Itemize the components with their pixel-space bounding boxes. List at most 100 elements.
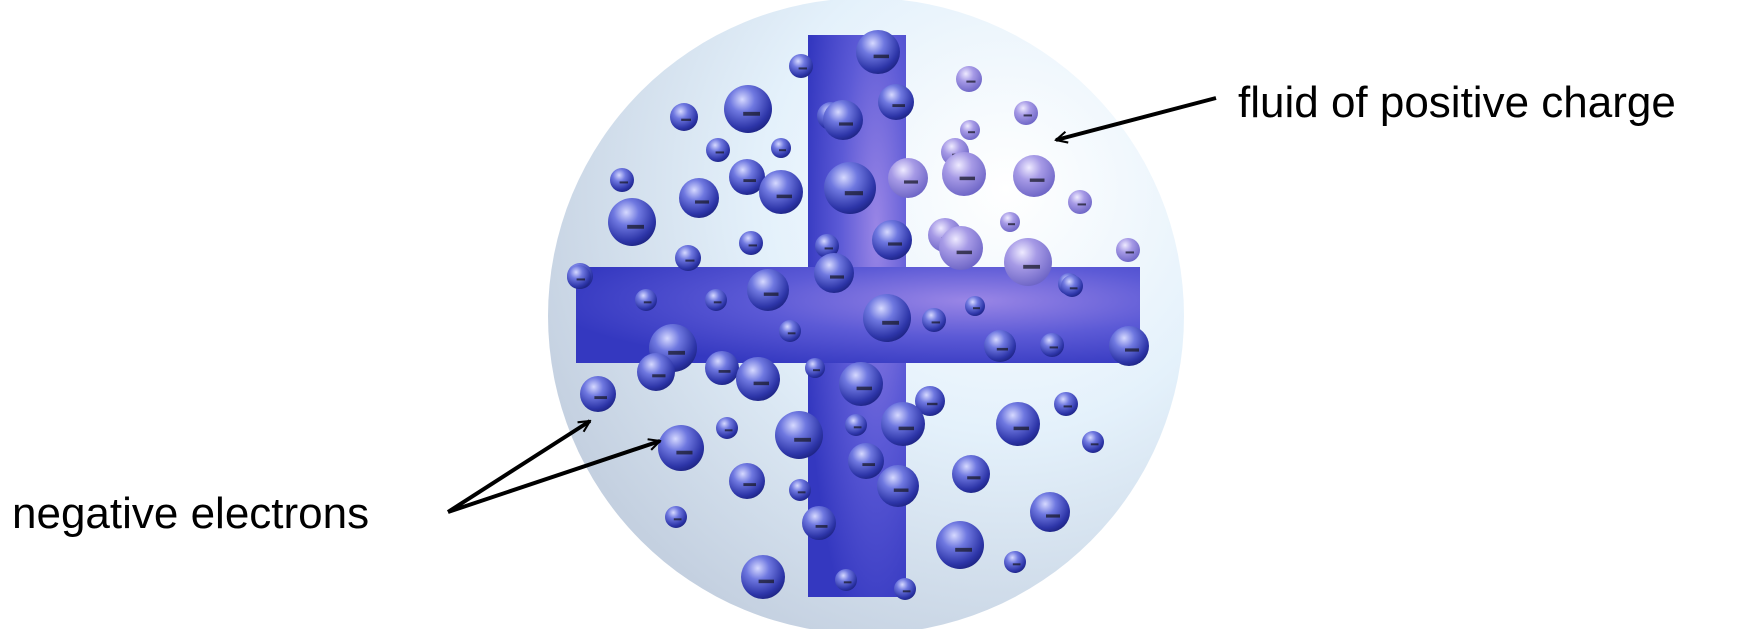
electron (1061, 275, 1083, 297)
minus-sign-icon (966, 81, 975, 83)
electron (881, 402, 925, 446)
electron (1109, 326, 1149, 366)
minus-sign-icon (1064, 405, 1072, 407)
minus-sign-icon (1046, 514, 1060, 517)
minus-sign-icon (644, 301, 652, 303)
minus-sign-icon (1078, 203, 1086, 205)
electron (835, 569, 857, 591)
electron (824, 162, 876, 214)
minus-sign-icon (882, 321, 899, 325)
minus-sign-icon (839, 122, 853, 125)
minus-sign-icon (620, 181, 628, 183)
electron (670, 103, 698, 131)
electron (952, 455, 990, 493)
minus-sign-icon (997, 348, 1008, 351)
electron (789, 54, 813, 78)
electron (675, 245, 701, 271)
electron (888, 158, 928, 198)
electron (996, 402, 1040, 446)
minus-sign-icon (1024, 114, 1032, 116)
minus-sign-icon (743, 483, 756, 486)
electron (922, 308, 946, 332)
electron (747, 269, 789, 311)
minus-sign-icon (627, 225, 644, 229)
minus-sign-icon (899, 427, 914, 431)
minus-sign-icon (1050, 346, 1058, 348)
minus-sign-icon (1008, 223, 1015, 225)
minus-sign-icon (888, 242, 902, 245)
minus-sign-icon (857, 387, 872, 391)
minus-sign-icon (1014, 427, 1029, 431)
electron (848, 443, 884, 479)
minus-sign-icon (652, 374, 665, 377)
electron (1040, 333, 1064, 357)
minus-sign-icon (903, 590, 911, 592)
electron (679, 178, 719, 218)
electron (759, 170, 803, 214)
electron (960, 120, 980, 140)
minus-sign-icon (743, 179, 756, 182)
electron (1054, 392, 1078, 416)
minus-sign-icon (749, 244, 757, 246)
minus-sign-icon (685, 260, 694, 262)
minus-sign-icon (1091, 443, 1099, 445)
electron (724, 85, 772, 133)
minus-sign-icon (716, 151, 724, 153)
electron (984, 330, 1016, 362)
minus-sign-icon (1030, 179, 1045, 182)
minus-sign-icon (725, 429, 733, 431)
minus-sign-icon (844, 581, 852, 583)
electron (658, 425, 704, 471)
minus-sign-icon (957, 251, 972, 255)
minus-sign-icon (973, 307, 980, 309)
minus-sign-icon (759, 580, 774, 584)
electron (845, 414, 867, 436)
electron (637, 353, 675, 391)
electron (814, 253, 854, 293)
electron (716, 417, 738, 439)
positive-fluid-label: fluid of positive charge (1238, 78, 1676, 127)
electron (635, 289, 657, 311)
electron (789, 479, 811, 501)
electron (805, 358, 825, 378)
electron (705, 289, 727, 311)
electron (1014, 101, 1038, 125)
electron (1000, 212, 1020, 232)
arrow-to-electron-1 (448, 421, 590, 512)
minus-sign-icon (874, 55, 889, 59)
electron (741, 555, 785, 599)
minus-sign-icon (813, 369, 820, 371)
minus-sign-icon (798, 491, 806, 493)
minus-sign-icon (799, 67, 807, 69)
electron (939, 226, 983, 270)
minus-sign-icon (955, 548, 972, 552)
electron (779, 320, 801, 342)
electron (1068, 190, 1092, 214)
minus-sign-icon (932, 321, 940, 323)
electron (705, 351, 739, 385)
electron (1116, 238, 1140, 262)
minus-sign-icon (674, 518, 682, 520)
electrons-label: negative electrons (12, 489, 369, 538)
minus-sign-icon (927, 403, 938, 405)
electron (567, 265, 591, 289)
electron (894, 578, 916, 600)
electron (802, 506, 836, 540)
minus-sign-icon (816, 525, 828, 528)
minus-sign-icon (894, 489, 909, 492)
minus-sign-icon (719, 370, 731, 373)
minus-sign-icon (1125, 348, 1139, 351)
minus-sign-icon (854, 426, 862, 428)
electron (863, 294, 911, 342)
electron (1082, 431, 1104, 453)
electron (771, 138, 791, 158)
electron (856, 30, 900, 74)
minus-sign-icon (1126, 251, 1134, 253)
minus-sign-icon (788, 332, 796, 334)
electron (936, 521, 984, 569)
electron (839, 362, 883, 406)
electron (775, 411, 823, 459)
electron (956, 66, 982, 92)
minus-sign-icon (967, 476, 980, 479)
